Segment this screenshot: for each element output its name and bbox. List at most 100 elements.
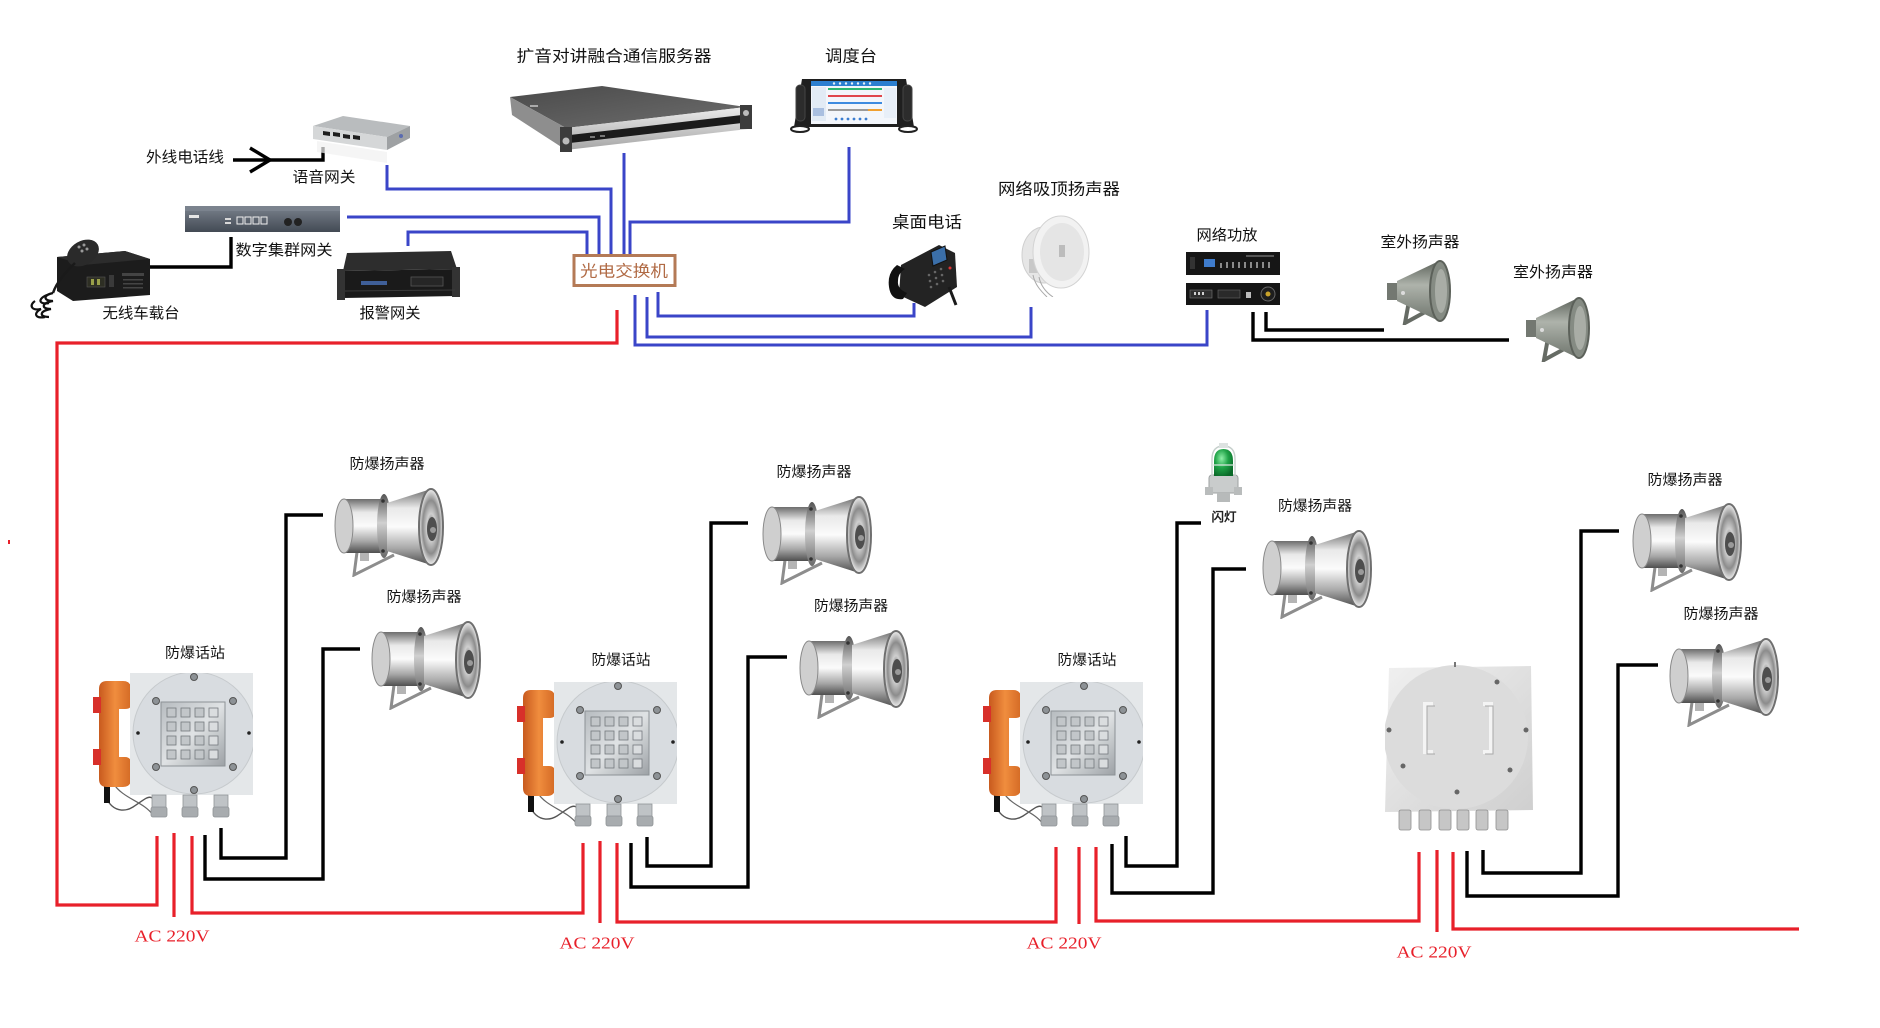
network-amplifier: 网络功放 bbox=[1186, 226, 1280, 305]
explosion-proof-speaker-1: 防爆扬声器 bbox=[333, 455, 445, 577]
trunk-gateway: 数字集群网关 bbox=[185, 206, 340, 259]
explosion-proof-junction-box-icon bbox=[1385, 662, 1535, 832]
cable-radio-to-trunk-gateway bbox=[147, 237, 233, 269]
power-cables bbox=[8, 310, 1799, 932]
station-label: 防爆话站 bbox=[1058, 652, 1117, 669]
flash-light: 闪灯 bbox=[1205, 443, 1242, 524]
power-link-station-2-3 bbox=[615, 843, 1058, 924]
server-label: 扩音对讲融合通信服务器 bbox=[517, 47, 712, 66]
explosion-proof-telephone-icon bbox=[93, 673, 253, 818]
desk-phone: 桌面电话 bbox=[887, 213, 962, 307]
explosion-proof-speaker-icon bbox=[761, 495, 873, 585]
outdoor-speaker-1: 室外扬声器 bbox=[1381, 233, 1460, 325]
vehicle-radio-label: 无线车载台 bbox=[103, 304, 180, 322]
explosion-proof-speaker-icon bbox=[798, 629, 910, 719]
explosion-proof-speaker-icon bbox=[370, 620, 482, 710]
network-cables bbox=[347, 147, 1209, 347]
horn-speaker-icon bbox=[1385, 259, 1452, 325]
power-label: AC 220V bbox=[1027, 934, 1103, 953]
cable-amplifier-to-outdoor-speaker-2 bbox=[1251, 312, 1509, 342]
explosion-proof-speaker-icon bbox=[1631, 502, 1743, 592]
station-label: 防爆话站 bbox=[592, 652, 651, 669]
cable-station-1-to-speaker-2 bbox=[203, 647, 360, 881]
flash-light-icon bbox=[1205, 443, 1242, 503]
rack-server-icon bbox=[510, 86, 752, 152]
alarm-gateway-label: 报警网关 bbox=[360, 304, 421, 322]
alarm-gateway-icon bbox=[337, 251, 460, 301]
flash-light-label: 闪灯 bbox=[1212, 509, 1237, 524]
cable-station-1-to-speaker-1 bbox=[219, 513, 323, 860]
speaker-label: 防爆扬声器 bbox=[1684, 605, 1760, 623]
cable-console-to-switch bbox=[628, 147, 851, 254]
horn-speaker-icon bbox=[1524, 296, 1591, 362]
explosion-proof-speaker-icon bbox=[1668, 637, 1780, 727]
optical-switch-label: 光电交换机 bbox=[580, 262, 668, 281]
audio-cables bbox=[147, 146, 1658, 898]
cable-switch-to-ceiling-speaker bbox=[645, 297, 1033, 339]
power-link-station-1-2 bbox=[190, 836, 585, 915]
arrow-right-icon bbox=[249, 146, 274, 174]
explosion-proof-speaker-icon bbox=[333, 487, 445, 577]
trunk-gateway-icon bbox=[185, 206, 340, 232]
optical-switch: 光电交换机 bbox=[572, 254, 677, 287]
cable-station-3-to-speaker bbox=[1110, 567, 1246, 895]
voice-gateway-icon bbox=[313, 116, 410, 163]
explosion-proof-speaker-2: 防爆扬声器 bbox=[370, 588, 482, 710]
dispatch-console: 调度台 bbox=[790, 47, 918, 133]
power-label: AC 220V bbox=[135, 927, 211, 946]
dispatch-console-label: 调度台 bbox=[825, 47, 877, 66]
outdoor-speaker-2: 室外扬声器 bbox=[1513, 263, 1593, 362]
speaker-label: 防爆扬声器 bbox=[350, 455, 426, 473]
network-amplifier-label: 网络功放 bbox=[1197, 226, 1258, 244]
voice-gateway: 语音网关 外线电话线 bbox=[146, 116, 410, 186]
cable-voice-gateway-to-switch bbox=[385, 165, 613, 254]
external-phone-line bbox=[233, 147, 325, 162]
station-label: 防爆话站 bbox=[165, 645, 225, 662]
cable-station-3-to-flash-light bbox=[1124, 521, 1201, 868]
dispatch-console-icon bbox=[790, 78, 918, 133]
explosion-proof-speaker-2: 防爆扬声器 bbox=[1668, 605, 1780, 727]
optical-switch-box bbox=[572, 254, 677, 287]
cable-station-2-to-speaker-2 bbox=[629, 655, 787, 889]
alarm-gateway: 报警网关 bbox=[337, 251, 460, 322]
server: 扩音对讲融合通信服务器 bbox=[510, 47, 752, 152]
vehicle-radio: 无线车载台 bbox=[30, 237, 180, 322]
ceiling-speaker-icon bbox=[1021, 215, 1090, 297]
power-label: AC 220V bbox=[560, 934, 636, 953]
outdoor-speaker-label: 室外扬声器 bbox=[1381, 233, 1460, 251]
explosion-proof-telephone-icon bbox=[983, 682, 1143, 827]
cable-switch-to-amplifier bbox=[633, 295, 1209, 347]
cable-amplifier-to-outdoor-speaker-1 bbox=[1264, 312, 1384, 332]
cable-station-2-to-speaker-1 bbox=[645, 521, 748, 868]
voice-gateway-label: 语音网关 bbox=[293, 168, 356, 186]
external-line-label: 外线电话线 bbox=[146, 148, 224, 166]
cable-station-4-to-speaker-2 bbox=[1465, 663, 1658, 898]
speaker-label: 防爆扬声器 bbox=[1648, 471, 1724, 489]
field-station-4: AC 220V 防爆扬声器 防爆扬声器 bbox=[1385, 471, 1780, 962]
power-link-station-4-out bbox=[1451, 852, 1799, 931]
trunk-gateway-label: 数字集群网关 bbox=[236, 241, 333, 259]
cable-switch-to-desk-phone bbox=[656, 292, 916, 318]
outdoor-speaker-label: 室外扬声器 bbox=[1513, 263, 1593, 281]
ceiling-speaker-label: 网络吸顶扬声器 bbox=[998, 180, 1120, 199]
power-label: AC 220V bbox=[1397, 943, 1473, 962]
cable-trunk-gateway-to-switch bbox=[347, 215, 601, 254]
power-feed-from-switch bbox=[55, 310, 619, 907]
amplifier-rear-icon bbox=[1186, 283, 1280, 305]
cable-alarm-gateway-to-switch bbox=[406, 230, 589, 254]
desk-phone-icon bbox=[887, 243, 958, 307]
speaker-label: 防爆扬声器 bbox=[1278, 497, 1353, 515]
ceiling-speaker: 网络吸顶扬声器 bbox=[998, 180, 1120, 297]
speaker-label: 防爆扬声器 bbox=[387, 588, 463, 606]
explosion-proof-speaker-1: 防爆扬声器 bbox=[761, 463, 873, 585]
explosion-proof-speaker-2: 防爆扬声器 bbox=[798, 597, 910, 719]
cable-station-4-to-speaker-1 bbox=[1481, 529, 1619, 875]
explosion-proof-telephone-icon bbox=[517, 682, 677, 827]
explosion-proof-speaker-1: 防爆扬声器 bbox=[1261, 497, 1373, 619]
speaker-label: 防爆扬声器 bbox=[814, 597, 889, 615]
field-station-3: 防爆话站 AC 220V 闪灯 防爆扬声器 bbox=[983, 443, 1373, 953]
field-station-2: 防爆话站 AC 220V 防爆扬声器 防爆扬声器 bbox=[517, 463, 910, 953]
desk-phone-label: 桌面电话 bbox=[892, 213, 962, 232]
